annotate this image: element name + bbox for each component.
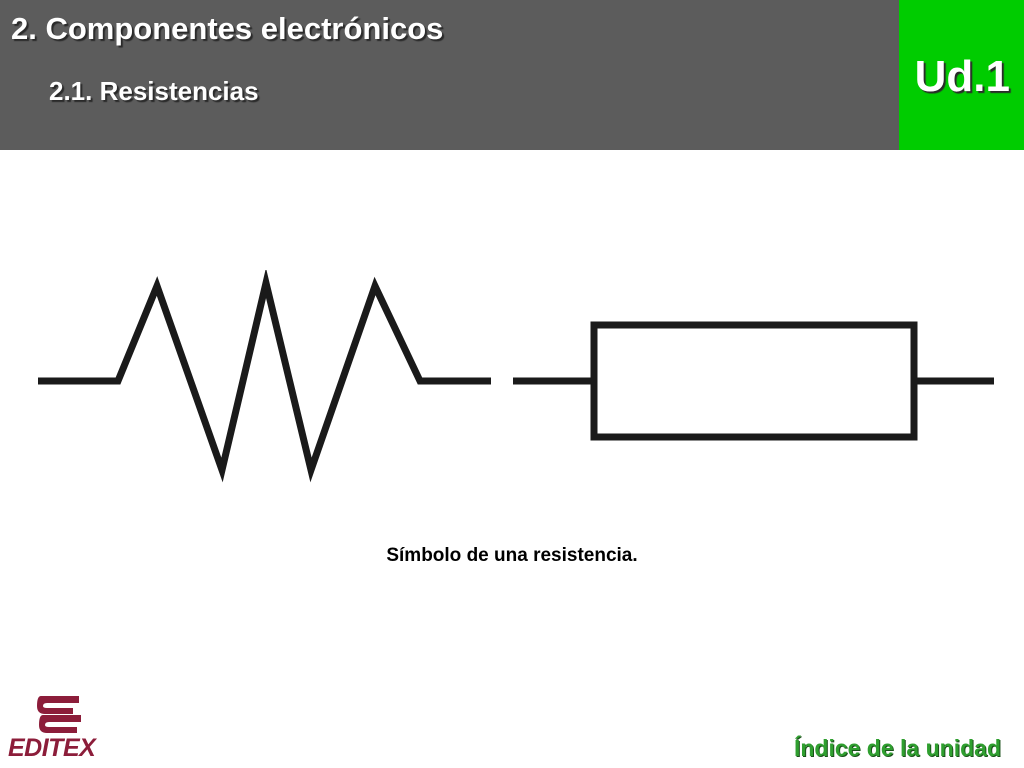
- header-bar: 2. Componentes electrónicos 2.1. Resiste…: [0, 0, 899, 150]
- slide-title: 2. Componentes electrónicos: [11, 11, 444, 46]
- editex-logo: EDITEX: [8, 690, 108, 762]
- unit-label: Ud.1: [914, 52, 1010, 101]
- slide-subtitle: 2.1. Resistencias: [49, 76, 259, 106]
- figure-caption: Símbolo de una resistencia.: [386, 545, 638, 566]
- unit-badge: Ud.1: [899, 0, 1024, 150]
- resistor-box-symbol: [513, 321, 994, 441]
- editex-wordmark: EDITEX: [8, 734, 96, 762]
- resistor-box-body: [590, 321, 918, 441]
- books-logo-icon: [37, 696, 81, 733]
- resistor-zigzag-symbol: [38, 270, 491, 483]
- unit-index-link[interactable]: Índice de la unidad: [793, 735, 1001, 761]
- resistor-symbols: [38, 270, 994, 483]
